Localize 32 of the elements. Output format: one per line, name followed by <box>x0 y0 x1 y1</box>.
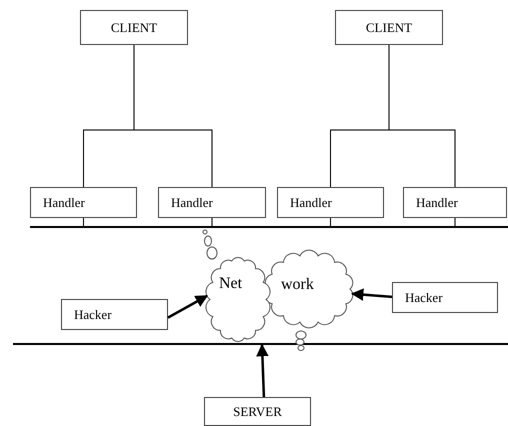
connector-line <box>83 218 84 226</box>
node-label: work <box>281 276 314 294</box>
node-label: Hacker <box>74 306 112 322</box>
connector-line <box>388 44 456 188</box>
arrow <box>350 288 392 301</box>
network-cloud <box>205 255 271 344</box>
arrow <box>256 344 269 398</box>
process-box <box>403 187 507 218</box>
node-label: Handler <box>171 194 213 210</box>
network-bus-line <box>13 343 508 345</box>
node-label: Net <box>219 275 242 293</box>
process-box <box>335 10 443 45</box>
node-label: CLIENT <box>110 20 158 36</box>
process-box <box>30 187 137 218</box>
node-label: CLIENT <box>366 20 412 36</box>
process-box <box>204 397 311 426</box>
connector-line <box>454 218 456 226</box>
arrow <box>167 294 208 319</box>
network-cloud <box>263 250 355 328</box>
connector-line <box>330 218 331 226</box>
node-label: Handler <box>43 194 85 210</box>
process-box <box>392 282 498 313</box>
process-box <box>158 187 266 218</box>
connector-line <box>134 44 212 188</box>
node-label: Handler <box>290 194 332 210</box>
process-box <box>61 299 168 330</box>
process-box <box>277 187 384 218</box>
node-label: Hacker <box>405 290 443 306</box>
process-box <box>80 10 188 45</box>
network-bus-line <box>30 226 508 228</box>
node-label: SERVER <box>233 404 282 420</box>
node-label: Handler <box>416 194 458 210</box>
